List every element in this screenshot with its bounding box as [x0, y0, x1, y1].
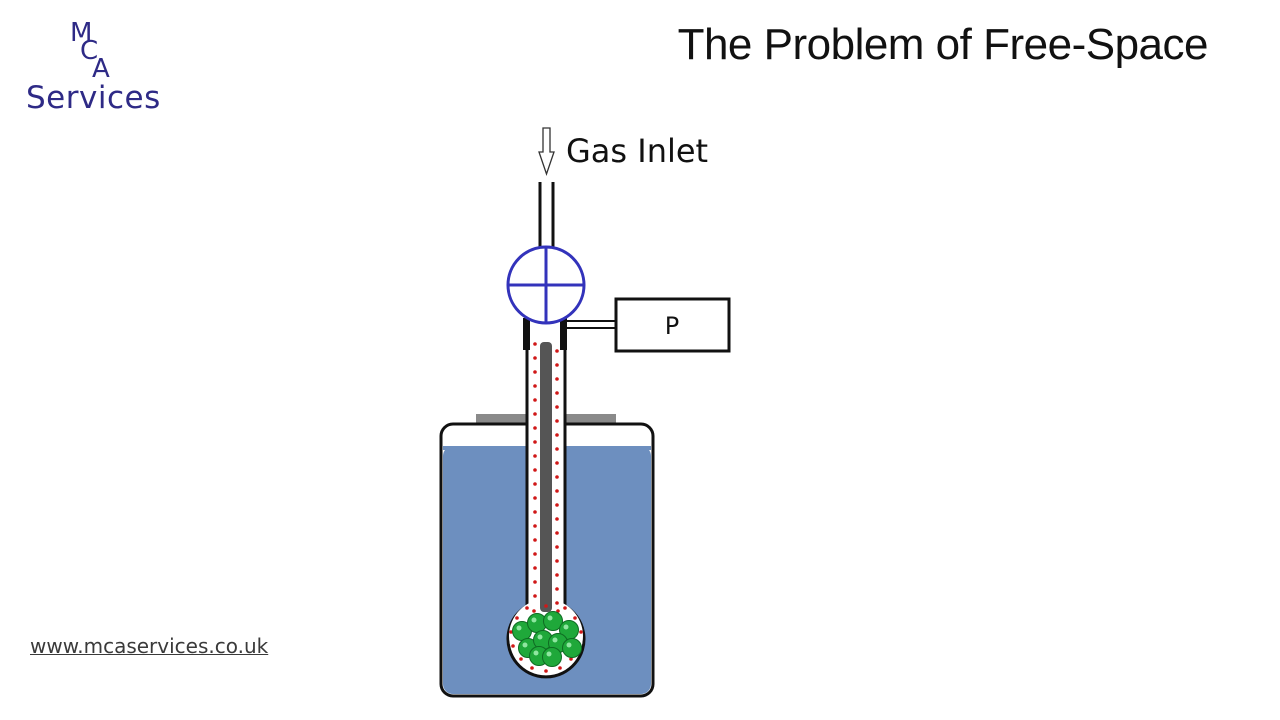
gas-molecule — [533, 454, 537, 458]
gas-molecule — [533, 398, 537, 402]
gas-molecule — [533, 496, 537, 500]
gas-molecule — [555, 531, 559, 535]
gas-molecule — [533, 524, 537, 528]
pressure-gauge — [614, 297, 731, 353]
gas-molecule — [519, 657, 523, 661]
gas-molecule — [555, 573, 559, 577]
sample-particles — [512, 611, 582, 667]
gas-inlet-label: Gas Inlet — [566, 132, 708, 170]
gas-molecule — [555, 503, 559, 507]
gas-molecule — [555, 601, 559, 605]
gas-molecule — [563, 606, 567, 610]
gas-molecule — [544, 669, 548, 673]
gas-molecule — [569, 657, 573, 661]
gas-molecule — [533, 440, 537, 444]
gas-molecule — [533, 342, 537, 346]
sample-particle-highlight — [516, 625, 522, 631]
gas-molecule — [515, 616, 519, 620]
gas-molecule — [533, 468, 537, 472]
filler-rod — [540, 342, 552, 612]
gas-molecule — [544, 604, 548, 608]
gas-molecule — [533, 552, 537, 556]
gas-molecule — [530, 666, 534, 670]
logo-services-text: Services — [26, 80, 161, 116]
gas-molecule — [555, 489, 559, 493]
gas-molecule — [555, 475, 559, 479]
gas-inlet-arrow-icon — [538, 127, 555, 177]
sample-particle-highlight — [533, 650, 539, 656]
gas-molecule — [555, 363, 559, 367]
gas-molecules — [509, 342, 583, 673]
gas-molecule — [533, 356, 537, 360]
logo-letter-c: C — [80, 36, 99, 66]
gas-molecule — [579, 630, 583, 634]
gas-molecule — [533, 412, 537, 416]
gas-molecule — [558, 666, 562, 670]
logo-letter-m: M — [70, 18, 93, 48]
gas-molecule — [533, 426, 537, 430]
gas-molecule — [555, 517, 559, 521]
gas-molecule — [555, 545, 559, 549]
pressure-gauge-label: P — [665, 312, 679, 340]
sample-particle-highlight — [546, 651, 552, 657]
sample-particle-highlight — [552, 637, 558, 643]
gas-molecule — [555, 461, 559, 465]
gas-molecule — [533, 384, 537, 388]
sample-particle-highlight — [566, 642, 572, 648]
gas-molecule — [533, 594, 537, 598]
valve-icon — [506, 245, 586, 325]
gauge-line — [566, 320, 616, 329]
gas-molecule — [533, 370, 537, 374]
sample-particle-highlight — [547, 615, 553, 621]
sample-particle — [542, 647, 562, 667]
slide-title: The Problem of Free-Space — [677, 20, 1209, 69]
sample-particle-highlight — [537, 634, 543, 640]
gas-molecule — [555, 419, 559, 423]
gas-molecule — [555, 559, 559, 563]
sample-particle-highlight — [522, 642, 528, 648]
gas-molecule — [573, 616, 577, 620]
mca-services-logo: M C A Services — [22, 18, 172, 118]
gas-molecule — [509, 630, 513, 634]
gas-molecule — [525, 606, 529, 610]
gas-molecule — [533, 482, 537, 486]
website-link[interactable]: www.mcaservices.co.uk — [30, 634, 269, 658]
gas-molecule — [533, 566, 537, 570]
gas-molecule — [533, 580, 537, 584]
gas-molecule — [555, 405, 559, 409]
logo-letter-a: A — [92, 54, 110, 84]
sample-particle-highlight — [563, 624, 569, 630]
gas-molecule — [555, 587, 559, 591]
gas-molecule — [555, 447, 559, 451]
gas-molecule — [533, 510, 537, 514]
gas-molecule — [511, 644, 515, 648]
gas-molecule — [533, 538, 537, 542]
sample-particle-highlight — [531, 617, 537, 623]
gas-molecule — [532, 609, 536, 613]
sample-particle — [562, 638, 582, 658]
gas-molecule — [555, 433, 559, 437]
gas-molecule — [555, 391, 559, 395]
inlet-pipe — [538, 182, 555, 250]
gas-molecule — [555, 349, 559, 353]
gas-molecule — [555, 377, 559, 381]
